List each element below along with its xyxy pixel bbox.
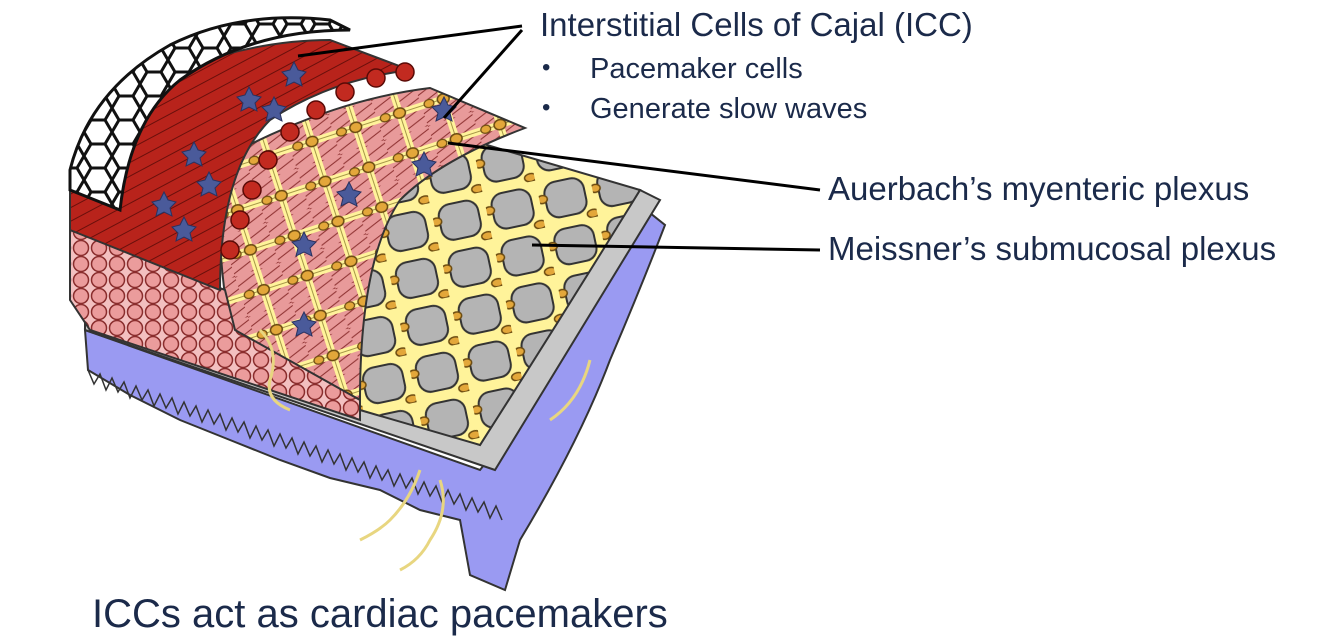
icc-cells bbox=[151, 60, 457, 337]
meissner-leader bbox=[531, 243, 821, 252]
nerve-fibers bbox=[258, 328, 592, 572]
gut-wall-diagram bbox=[68, 16, 821, 592]
icc-bullet-dot-1: • bbox=[542, 54, 551, 81]
longitudinal-bundle-ends bbox=[220, 62, 415, 260]
icc-title: Interstitial Cells of Cajal (ICC) bbox=[540, 6, 973, 43]
serosa-layer bbox=[68, 16, 351, 213]
meissner-label: Meissner’s submucosal plexus bbox=[828, 230, 1277, 267]
auerbach-leader bbox=[447, 141, 821, 192]
auerbach-label: Auerbach’s myenteric plexus bbox=[828, 170, 1250, 207]
icc-bullet-pacemaker: Pacemaker cells bbox=[590, 53, 803, 85]
icc-bullet-slow-waves: Generate slow waves bbox=[590, 93, 868, 125]
icc-leader-1 bbox=[297, 24, 523, 58]
bottom-caption: ICCs act as cardiac pacemakers bbox=[92, 592, 668, 636]
leader-lines bbox=[297, 24, 821, 252]
icc-leader-2 bbox=[442, 29, 524, 119]
icc-bullet-dot-2: • bbox=[542, 94, 551, 121]
circular-muscle-cross-section bbox=[69, 228, 361, 422]
